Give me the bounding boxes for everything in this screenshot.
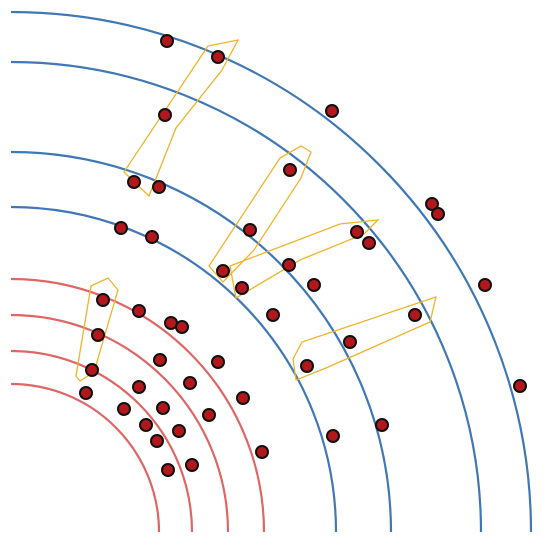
hit-marker-31 (85, 363, 99, 377)
hit-marker-17 (307, 278, 321, 292)
hit-marker-24 (266, 308, 280, 322)
hit-marker-30 (300, 359, 314, 373)
road-outline-2 (208, 145, 312, 283)
outer-layer-arc-3 (10, 150, 393, 533)
hit-marker-23 (175, 320, 189, 334)
hit-marker-21 (132, 304, 146, 318)
hit-marker-43 (326, 429, 340, 443)
hit-marker-4 (158, 108, 172, 122)
hit-marker-46 (185, 458, 199, 472)
hit-marker-44 (150, 434, 164, 448)
hit-marker-2 (211, 50, 225, 64)
hit-marker-19 (478, 278, 492, 292)
hit-marker-26 (91, 328, 105, 342)
hit-marker-28 (153, 353, 167, 367)
hit-marker-11 (145, 230, 159, 244)
hit-marker-5 (283, 163, 297, 177)
hit-marker-6 (127, 175, 141, 189)
hit-marker-9 (431, 207, 445, 221)
hit-marker-12 (243, 223, 257, 237)
outer-layer-arc-4 (10, 205, 338, 533)
hit-marker-41 (172, 424, 186, 438)
hit-marker-20 (96, 293, 110, 307)
hit-marker-40 (139, 418, 153, 432)
hit-marker-13 (350, 225, 364, 239)
hit-markers (79, 34, 527, 477)
hit-marker-14 (362, 236, 376, 250)
hit-marker-34 (79, 386, 93, 400)
detector-layers (10, 10, 533, 533)
inner-layer-arc-3 (10, 349, 194, 533)
road-outline-4 (292, 296, 437, 381)
hit-marker-29 (211, 355, 225, 369)
hit-marker-32 (183, 376, 197, 390)
hit-marker-37 (117, 402, 131, 416)
road-outlines (75, 39, 437, 382)
hit-marker-3 (325, 104, 339, 118)
inner-layer-arc-2 (10, 313, 230, 533)
hit-marker-16 (216, 264, 230, 278)
hit-marker-18 (235, 281, 249, 295)
hit-marker-10 (114, 221, 128, 235)
road-outline-1 (123, 39, 240, 198)
inner-layer-arc-1 (10, 277, 266, 533)
hit-marker-7 (152, 180, 166, 194)
inner-layer-arc-4 (10, 382, 161, 533)
hit-marker-33 (132, 380, 146, 394)
hit-marker-1 (160, 34, 174, 48)
hit-marker-45 (255, 445, 269, 459)
hit-marker-39 (202, 408, 216, 422)
hit-marker-38 (156, 401, 170, 415)
hit-marker-35 (513, 379, 527, 393)
hit-marker-25 (408, 308, 422, 322)
road-outline-3 (229, 219, 380, 300)
outer-layer-arc-1 (10, 10, 533, 533)
hit-marker-42 (375, 418, 389, 432)
hit-marker-15 (282, 258, 296, 272)
outer-layer-arc-2 (10, 60, 483, 533)
hit-marker-8 (425, 197, 439, 211)
hit-marker-36 (236, 391, 250, 405)
hit-marker-47 (161, 463, 175, 477)
hit-marker-27 (343, 335, 357, 349)
